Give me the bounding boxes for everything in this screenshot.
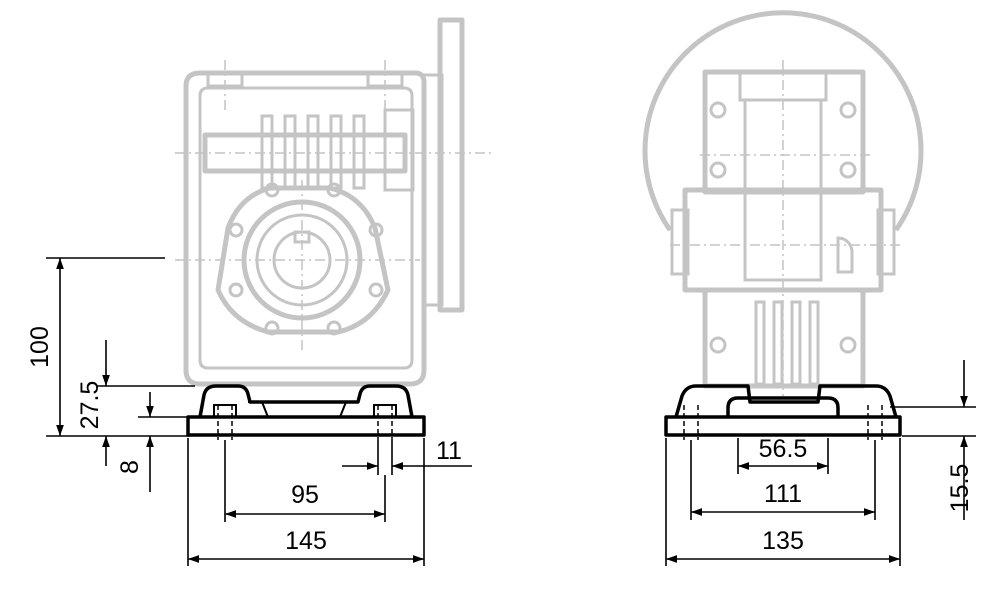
side-view-gearbox-outline [175, 17, 495, 387]
side-view-mounting-base [186, 384, 426, 440]
dim-label-27-5: 27.5 [76, 381, 104, 430]
dim-label-8: 8 [116, 460, 144, 474]
front-view-gearbox-outline [642, 10, 924, 400]
dim-label-135: 135 [762, 527, 804, 555]
dim-side-height: 100 [26, 257, 190, 437]
side-view-dimensions: 100 27.5 8 11 [26, 257, 472, 566]
dim-front-hole-spacing: 111 [690, 440, 876, 520]
dim-label-95: 95 [291, 481, 319, 509]
dim-side-base-width: 145 [187, 438, 425, 566]
dim-label-56-5: 56.5 [759, 435, 808, 463]
dim-label-15-5: 15.5 [946, 464, 974, 513]
front-view-mounting-base [664, 384, 902, 440]
dim-label-111: 111 [764, 480, 802, 508]
dim-label-11: 11 [436, 437, 462, 465]
dim-label-145: 145 [285, 527, 327, 555]
dim-side-hole-spacing: 95 [224, 440, 386, 522]
front-view-dimensions: 56.5 111 135 15.5 [665, 360, 976, 566]
dim-side-plate-thickness: 8 [116, 392, 190, 492]
dim-front-slot-width: 56.5 [737, 435, 829, 474]
dim-side-base-height: 27.5 [76, 340, 195, 466]
dim-side-hole-diameter: 11 [342, 437, 472, 475]
dim-front-base-height: 15.5 [890, 360, 976, 520]
side-view: 100 27.5 8 11 [26, 17, 495, 566]
dim-front-base-width: 135 [665, 438, 901, 566]
front-view: 56.5 111 135 15.5 [642, 10, 976, 566]
dim-label-100: 100 [26, 326, 54, 368]
